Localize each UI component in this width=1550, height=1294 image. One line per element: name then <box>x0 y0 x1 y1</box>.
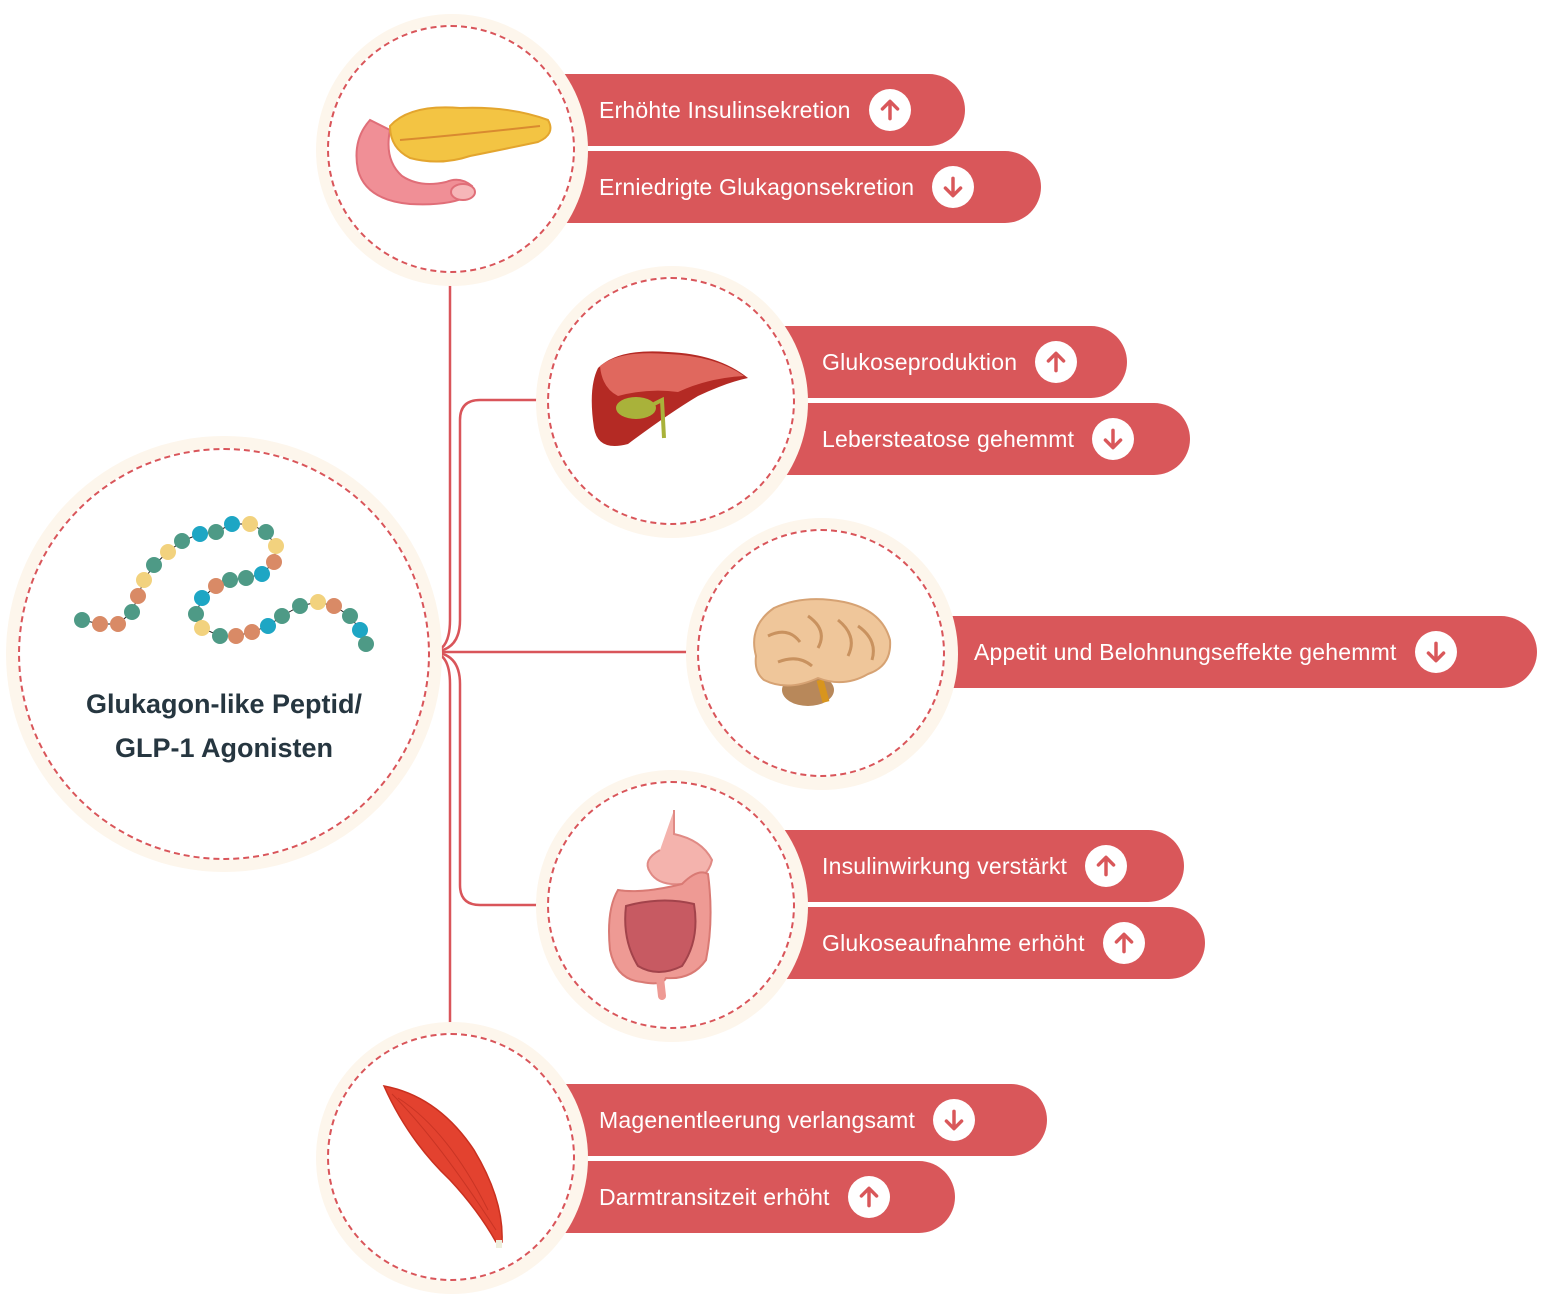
center-title-line1: Glukagon-like Peptid/ <box>85 689 363 719</box>
effect-label: Magenentleerung verlangsamt <box>599 1106 916 1133</box>
effect-label: Erhöhte Insulinsekretion <box>599 96 851 123</box>
effect-label: Glukoseproduktion <box>822 348 1018 375</box>
arrow-down-icon <box>1414 631 1457 673</box>
pancreas-icon <box>355 106 552 206</box>
effect-pill: Glukoseaufnahme erhöht <box>778 907 1205 979</box>
effect-label: Lebersteatose gehemmt <box>822 425 1075 452</box>
digestive-tract-icon <box>608 810 714 1000</box>
arrow-up-icon <box>868 89 911 131</box>
effect-pill: Appetit und Belohnungseffekte gehemmt <box>930 616 1537 688</box>
effect-label: Darmtransitzeit erhöht <box>599 1183 830 1210</box>
effect-pill: Erniedrigte Glukagonsekretion <box>555 151 1041 223</box>
effect-pill: Erhöhte Insulinsekretion <box>555 74 965 146</box>
effect-pill: Insulinwirkung verstärkt <box>778 830 1184 902</box>
center-title: Glukagon-like Peptid/ GLP-1 Agonisten <box>20 682 428 770</box>
arrow-up-icon <box>1102 922 1145 964</box>
liver-icon <box>591 351 748 446</box>
effect-label: Glukoseaufnahme erhöht <box>822 929 1085 956</box>
connector-liver <box>429 398 548 654</box>
brain-icon <box>753 598 892 706</box>
arrow-down-icon <box>933 1099 976 1141</box>
connector-gut <box>429 650 548 907</box>
effect-pill: Lebersteatose gehemmt <box>778 403 1190 475</box>
effect-label: Insulinwirkung verstärkt <box>822 852 1068 879</box>
center-node <box>18 448 430 860</box>
arrow-up-icon <box>847 1176 890 1218</box>
arrow-down-icon <box>1092 418 1135 460</box>
arrow-down-icon <box>932 166 975 208</box>
arrow-up-icon <box>1035 341 1078 383</box>
muscle-icon <box>382 1085 503 1248</box>
organ-node-liver <box>547 277 795 525</box>
arrow-up-icon <box>1085 845 1128 887</box>
organ-node-muscle <box>327 1033 575 1281</box>
peptide-chain-icon <box>74 516 374 652</box>
effect-pill: Glukoseproduktion <box>778 326 1127 398</box>
effect-pill: Magenentleerung verlangsamt <box>555 1084 1047 1156</box>
effect-pill: Darmtransitzeit erhöht <box>555 1161 955 1233</box>
center-title-line2: GLP-1 Agonisten <box>114 733 333 763</box>
effect-label: Erniedrigte Glukagonsekretion <box>599 173 915 200</box>
effect-label: Appetit und Belohnungseffekte gehemmt <box>974 638 1397 665</box>
